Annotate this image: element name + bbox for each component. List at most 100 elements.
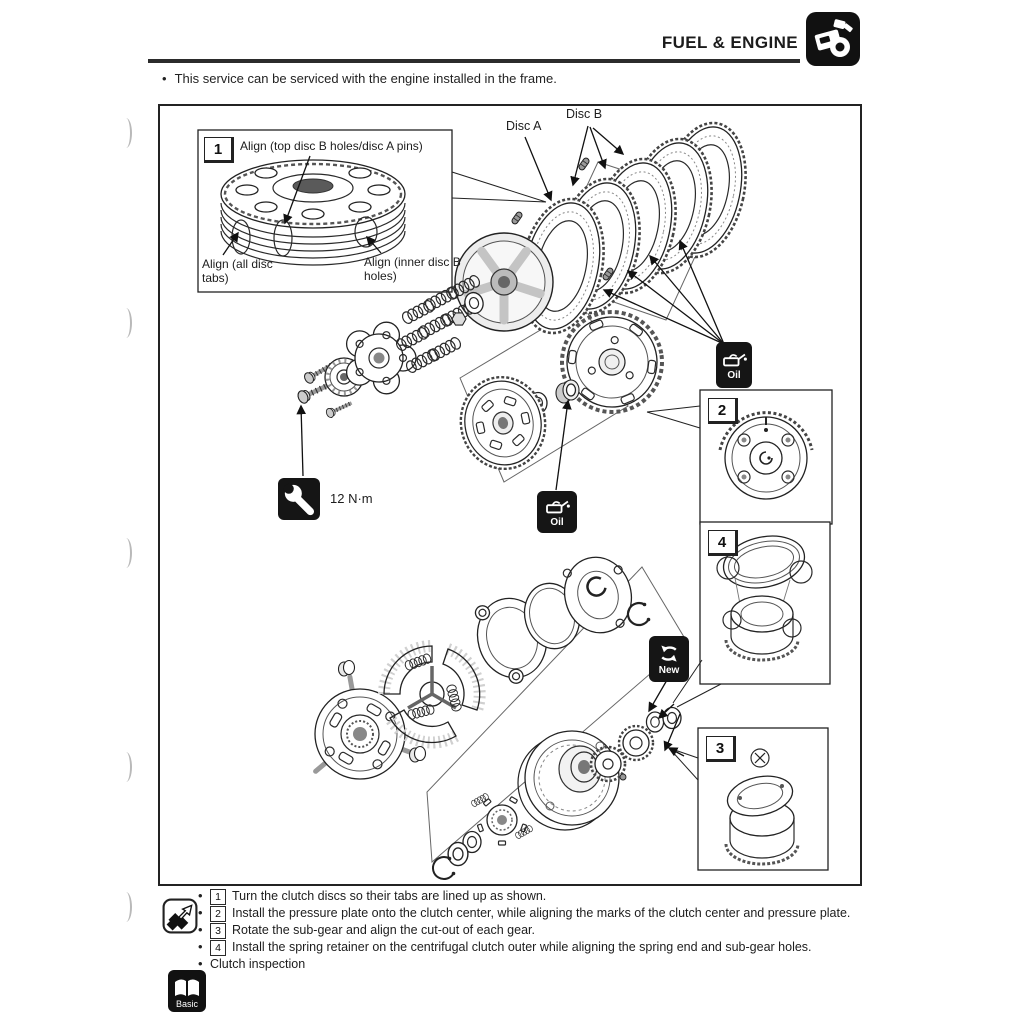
- inset3-drawing: [667, 727, 829, 871]
- spring-plate-drawing: [345, 321, 417, 395]
- spacer-bushing-drawing: [555, 379, 580, 404]
- wrench-icon: [283, 483, 315, 516]
- align-circle: [716, 556, 740, 580]
- note-item: • 4 Install the spring retainer on the c…: [198, 939, 978, 956]
- inset1-align-top-label: Align (top disc B holes/disc A pins): [240, 139, 423, 153]
- intro-note-text: This service can be serviced with the en…: [174, 71, 557, 86]
- new-part-badge: New: [649, 636, 689, 682]
- clutch-shoes-drawing: [337, 640, 486, 763]
- inset1-number: 1: [204, 137, 234, 163]
- new-badge-label: New: [658, 664, 680, 676]
- lower-plane-outline: [426, 566, 688, 864]
- assembly-icon: [162, 898, 198, 939]
- disc-b-label: Disc B: [566, 107, 603, 121]
- inset2-pointer: [646, 405, 701, 429]
- note-item: • Clutch inspection: [198, 956, 978, 973]
- drum-hub-gear-drawing: [589, 745, 627, 783]
- intro-note: • This service can be serviced with the …: [162, 71, 557, 86]
- disc-a-label: Disc A: [506, 119, 542, 133]
- align-circle-right: [354, 216, 378, 248]
- header-rule: [148, 59, 800, 63]
- basic-icon-label: Basic: [176, 999, 199, 1009]
- note-item: • 3 Rotate the sub-gear and align the cu…: [198, 922, 978, 939]
- cover-plate-drawing: [562, 556, 633, 634]
- clutch-housing-drawing: [560, 310, 664, 414]
- binder-mark: [120, 752, 132, 782]
- basic-manual-icon: Basic: [168, 970, 206, 1017]
- oil-badge-label: Oil: [727, 369, 741, 381]
- disc-b-arrow: [589, 126, 607, 170]
- retainer-washer-drawing: [645, 711, 665, 733]
- torque-wrench-badge: [278, 478, 320, 520]
- inset2-number: 2: [708, 398, 738, 424]
- note-ref-box: 2: [210, 906, 226, 922]
- circlip-drawing: [626, 601, 651, 627]
- inset1-pointer: [451, 171, 547, 203]
- notes-list: • 1 Turn the clutch discs so their tabs …: [198, 888, 978, 973]
- note-ref-box: 3: [210, 923, 226, 939]
- oil-can-icon: [723, 353, 747, 366]
- binder-mark: [120, 538, 132, 568]
- oil-arrow: [602, 288, 725, 345]
- bullet-icon: •: [198, 905, 203, 920]
- note-item: • 2 Install the pressure plate onto the …: [198, 905, 978, 922]
- note-ref-box: 1: [210, 889, 226, 905]
- oil-arrow: [649, 254, 725, 345]
- binder-mark: [120, 308, 132, 338]
- inset1-align-right-label: Align (inner disc B holes): [364, 255, 461, 283]
- inset2-drawing: [646, 389, 833, 525]
- oil-arrow: [626, 270, 725, 345]
- note-text: Clutch inspection: [210, 957, 306, 971]
- inset4-pointer: [672, 659, 722, 708]
- clutch-drum-drawing: [517, 730, 620, 831]
- align-circle-center: [273, 219, 293, 257]
- binder-mark: [120, 118, 132, 148]
- oil-arrow: [555, 399, 572, 491]
- bullet-icon: •: [198, 922, 203, 937]
- engine-icon: [806, 12, 860, 66]
- inset3-number: 3: [706, 736, 736, 762]
- one-way-clutch-drawing: [432, 792, 534, 880]
- page-title: FUEL & ENGINE: [661, 33, 798, 52]
- drive-plate-drawing: [313, 674, 417, 780]
- bullet-icon: •: [198, 888, 203, 903]
- align-arrow-top: [283, 155, 311, 225]
- torque-arrow: [296, 404, 307, 477]
- align-arrow-right: [366, 235, 382, 254]
- align-circle: [722, 610, 742, 630]
- align-arrow-left: [222, 231, 239, 256]
- bullet-icon: •: [198, 939, 203, 954]
- bullet-icon: •: [162, 71, 167, 86]
- oil-badge: Oil: [716, 342, 752, 388]
- disc-b-arrow: [570, 125, 589, 187]
- note-text: Install the spring retainer on the centr…: [232, 940, 812, 954]
- oil-badge-label: Oil: [550, 516, 564, 528]
- inset4-number: 4: [708, 530, 738, 556]
- bullet-icon: •: [198, 956, 203, 971]
- oil-arrow: [678, 239, 725, 345]
- diagram-line-art: [197, 113, 833, 880]
- note-ref-box: 4: [210, 940, 226, 956]
- note-text: Turn the clutch discs so their tabs are …: [232, 889, 547, 903]
- note-text: Install the pressure plate onto the clut…: [232, 906, 851, 920]
- exploded-diagram: 1 Align (top disc B holes/disc A pins) A…: [158, 104, 862, 886]
- inset1-drawing: [197, 129, 547, 293]
- oil-can-icon: [546, 500, 570, 513]
- inset1-align-left-label: Align (all disc tabs): [202, 257, 273, 285]
- callout-arrows: [296, 125, 725, 713]
- note-item: • 1 Turn the clutch discs so their tabs …: [198, 888, 978, 905]
- dowel-pin: [510, 210, 524, 226]
- torque-value-label: 12 N·m: [330, 491, 373, 506]
- align-circle: [789, 560, 813, 584]
- engine-icon-glyph: [814, 19, 853, 57]
- oil-badge: Oil: [537, 491, 577, 533]
- recycle-arrows-icon: [661, 645, 677, 662]
- sub-gear-drawing: [617, 724, 655, 762]
- note-text: Rotate the sub-gear and align the cut-ou…: [232, 923, 535, 937]
- notes-section: Basic • 1 Turn the clutch discs so their…: [160, 888, 1012, 1012]
- inset3-pointer: [668, 747, 699, 781]
- disc-b-arrow: [592, 127, 625, 155]
- clutch-center-drawing: [459, 375, 547, 471]
- disc-a-arrow: [524, 136, 553, 202]
